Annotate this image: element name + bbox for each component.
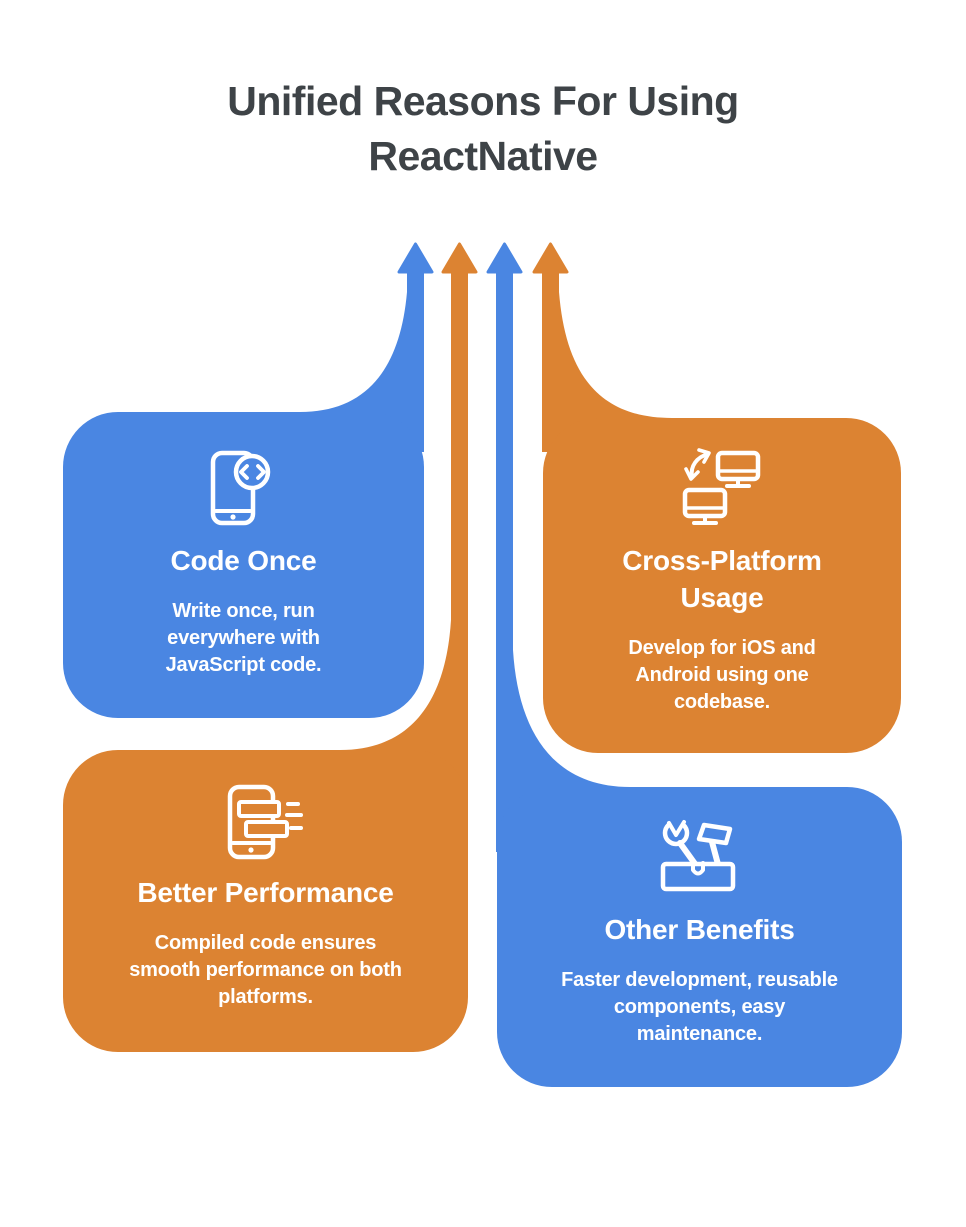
smartphone-code-icon [210, 450, 271, 526]
card-other-benefits-shape [497, 787, 902, 1087]
card-body-line: Compiled code ensures [154, 932, 377, 954]
card-body-line: Write once, run [172, 600, 315, 622]
card-other-benefits: Other Benefits Faster development, reusa… [497, 911, 902, 1048]
up-arrow-1-stem [300, 268, 424, 452]
card-title: Code Once [63, 542, 424, 579]
page-title-line2: ReactNative [368, 133, 598, 179]
card-body-line: smooth performance on both [129, 959, 402, 981]
card-title: Better Performance [63, 874, 468, 911]
card-body-line: Faster development, reusable [561, 969, 838, 991]
card-body-line: components, easy [613, 996, 786, 1018]
card-better-performance-shape [63, 750, 468, 1052]
card-code-once-shape [63, 412, 424, 718]
card-body: Develop for iOS and Android using one co… [543, 635, 901, 716]
up-arrow-2-head-icon [441, 242, 478, 274]
up-arrow-3-head-icon [486, 242, 523, 274]
card-title-line: Cross-Platform [622, 545, 822, 576]
card-body: Compiled code ensures smooth performance… [63, 930, 468, 1011]
card-body-line: Develop for iOS and [628, 637, 816, 659]
card-body-line: everywhere with [167, 627, 320, 649]
card-title-line: Better Performance [137, 877, 394, 908]
smartphone-speed-icon [227, 784, 303, 860]
card-cross-platform-shape [543, 418, 901, 753]
card-body-line: platforms. [218, 986, 313, 1008]
card-title-line: Usage [680, 582, 764, 613]
card-title-line: Other Benefits [604, 914, 795, 945]
card-body-line: codebase. [673, 691, 771, 713]
card-body: Write once, run everywhere with JavaScri… [63, 598, 424, 679]
card-title-line: Code Once [170, 545, 317, 576]
page-title: Unified Reasons For Using ReactNative [0, 74, 966, 184]
card-code-once: Code Once Write once, run everywhere wit… [63, 542, 424, 679]
up-arrow-4-head-icon [532, 242, 569, 274]
card-body: Faster development, reusable components,… [497, 967, 902, 1048]
card-body-line: maintenance. [636, 1023, 763, 1045]
up-arrow-4-stem [542, 268, 672, 452]
card-title: Other Benefits [497, 911, 902, 948]
card-body-line: JavaScript code. [165, 654, 322, 676]
monitors-sync-icon [682, 448, 761, 525]
toolbox-icon [660, 818, 736, 892]
card-title: Cross-Platform Usage [543, 542, 901, 616]
card-body-line: Android using one [635, 664, 809, 686]
up-arrow-1-head-icon [397, 242, 434, 274]
card-better-performance: Better Performance Compiled code ensures… [63, 874, 468, 1011]
card-cross-platform-usage: Cross-Platform Usage Develop for iOS and… [543, 542, 901, 716]
page-title-line1: Unified Reasons For Using [227, 78, 739, 124]
